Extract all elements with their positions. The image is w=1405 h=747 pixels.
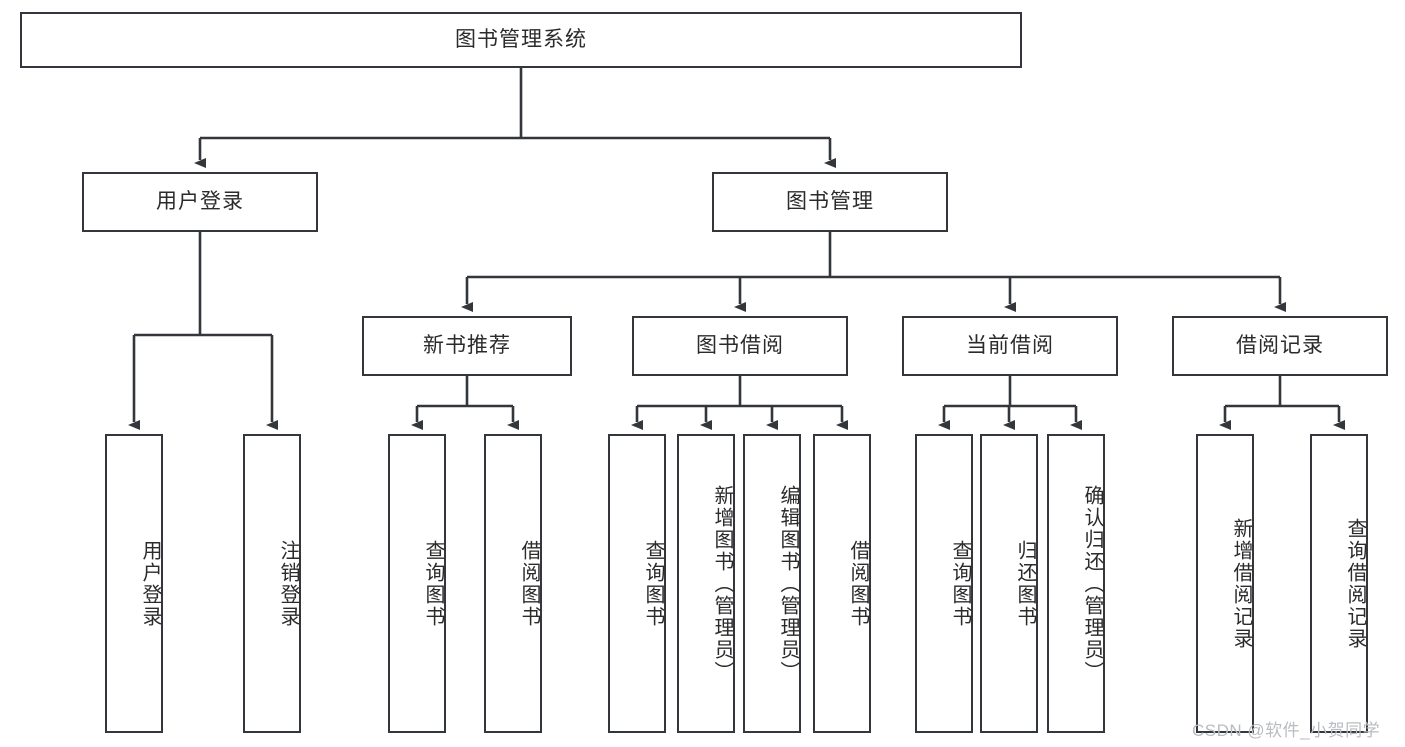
leaf-add-borrow-record[interactable]: 新增借阅记录 — [1196, 434, 1254, 733]
node-user-login[interactable]: 用户登录 — [82, 172, 318, 232]
leaf-add-borrow-record-label: 新增借阅记录 — [1230, 517, 1252, 650]
node-root[interactable]: 图书管理系统 — [20, 12, 1022, 68]
leaf-confirm-return-admin[interactable]: 确认归还（管理员） — [1047, 434, 1105, 733]
node-current-borrow-label: 当前借阅 — [966, 334, 1054, 358]
node-new-book-recommend[interactable]: 新书推荐 — [362, 316, 572, 376]
leaf-return-book-label: 归还图书 — [1014, 539, 1036, 628]
leaf-logout-label: 注销登录 — [277, 539, 299, 628]
leaf-add-book-admin-label: 新增图书（管理员） — [711, 484, 733, 683]
leaf-borrow-book[interactable]: 借阅图书 — [813, 434, 871, 733]
leaf-user-login[interactable]: 用户登录 — [105, 434, 163, 733]
leaf-query-book-current[interactable]: 查询图书 — [915, 434, 973, 733]
node-borrow-record-label: 借阅记录 — [1236, 334, 1324, 358]
node-current-borrow[interactable]: 当前借阅 — [902, 316, 1118, 376]
leaf-query-book-recommend-label: 查询图书 — [422, 539, 444, 628]
leaf-confirm-return-admin-label: 确认归还（管理员） — [1081, 484, 1103, 683]
leaf-edit-book-admin[interactable]: 编辑图书（管理员） — [743, 434, 801, 733]
leaf-edit-book-admin-label: 编辑图书（管理员） — [777, 484, 799, 683]
leaf-logout[interactable]: 注销登录 — [243, 434, 301, 733]
leaf-query-borrow-record[interactable]: 查询借阅记录 — [1310, 434, 1368, 733]
leaf-borrow-book-recommend-label: 借阅图书 — [518, 539, 540, 628]
node-book-management[interactable]: 图书管理 — [712, 172, 948, 232]
leaf-query-book-borrow-label: 查询图书 — [642, 539, 664, 628]
leaf-borrow-book-recommend[interactable]: 借阅图书 — [484, 434, 542, 733]
node-borrow-record[interactable]: 借阅记录 — [1172, 316, 1388, 376]
leaf-borrow-book-label: 借阅图书 — [847, 539, 869, 628]
leaf-user-login-label: 用户登录 — [139, 539, 161, 628]
node-new-book-recommend-label: 新书推荐 — [423, 334, 511, 358]
node-user-login-label: 用户登录 — [156, 190, 244, 214]
leaf-query-book-borrow[interactable]: 查询图书 — [608, 434, 666, 733]
csdn-watermark: CSDN @软件_小贺同学 — [1192, 721, 1381, 740]
leaf-add-book-admin[interactable]: 新增图书（管理员） — [677, 434, 735, 733]
leaf-query-book-recommend[interactable]: 查询图书 — [388, 434, 446, 733]
node-book-management-label: 图书管理 — [786, 190, 874, 214]
leaf-return-book[interactable]: 归还图书 — [980, 434, 1038, 733]
leaf-query-borrow-record-label: 查询借阅记录 — [1344, 517, 1366, 650]
node-root-label: 图书管理系统 — [455, 28, 587, 52]
leaf-query-book-current-label: 查询图书 — [949, 539, 971, 628]
node-book-borrow-label: 图书借阅 — [696, 334, 784, 358]
node-book-borrow[interactable]: 图书借阅 — [632, 316, 848, 376]
